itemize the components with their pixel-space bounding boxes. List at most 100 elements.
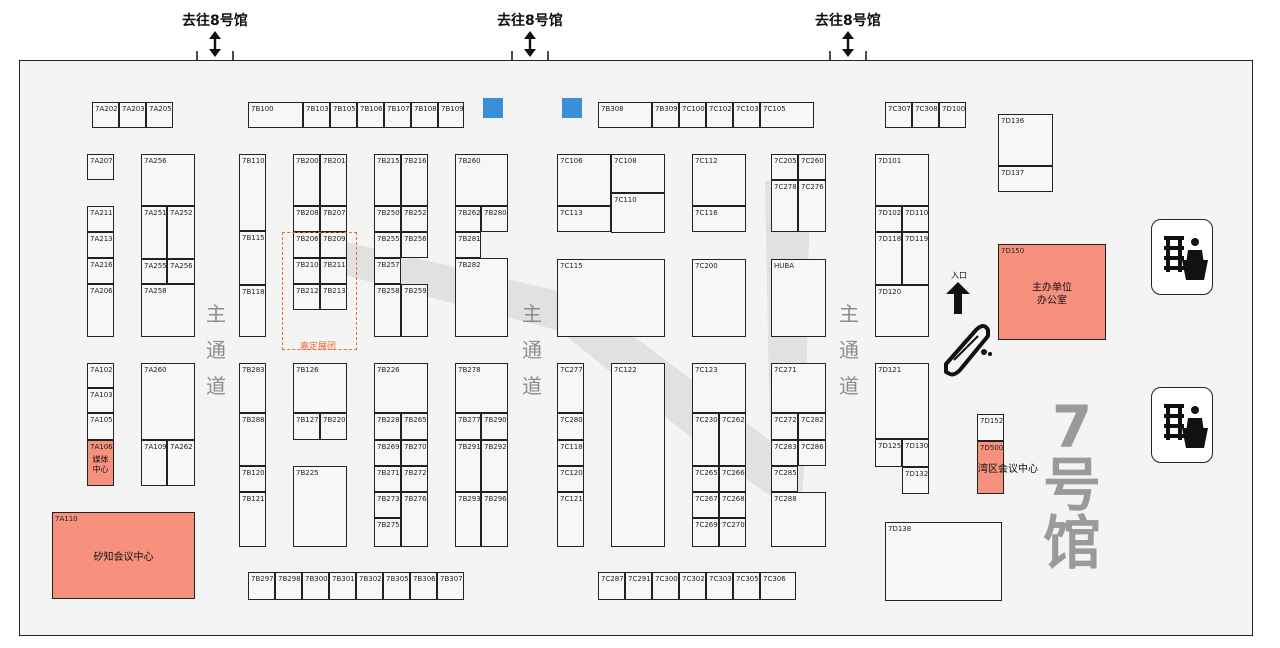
booth-7A206[interactable]: 7A206 [87, 284, 114, 337]
booth-7C115[interactable]: 7C115 [557, 259, 665, 337]
booth-7D119[interactable]: 7D119 [902, 232, 929, 285]
booth-7B126[interactable]: 7B126 [293, 363, 347, 413]
booth-HUBA[interactable]: HUBA [771, 259, 826, 337]
booth-7B215[interactable]: 7B215 [374, 154, 401, 206]
booth-7C112[interactable]: 7C112 [692, 154, 746, 206]
booth-7C118[interactable]: 7C118 [557, 440, 584, 466]
booth-7C271[interactable]: 7C271 [771, 363, 826, 413]
booth-7B262[interactable]: 7B262 [455, 206, 481, 232]
booth-7A258[interactable]: 7A258 [141, 284, 195, 337]
booth-7B110[interactable]: 7B110 [239, 154, 266, 231]
booth-7B277[interactable]: 7B277 [455, 413, 481, 440]
booth-7C272[interactable]: 7C272 [771, 413, 798, 440]
booth-7B271[interactable]: 7B271 [374, 466, 401, 492]
booth-7C106[interactable]: 7C106 [557, 154, 611, 206]
booth-7C269[interactable]: 7C269 [692, 518, 719, 547]
booth-7C230[interactable]: 7C230 [692, 413, 719, 466]
booth-7D102[interactable]: 7D102 [875, 206, 902, 232]
booth-7B259[interactable]: 7B259 [401, 284, 428, 337]
booth-7C265[interactable]: 7C265 [692, 466, 719, 492]
booth-7B228[interactable]: 7B228 [374, 413, 401, 440]
booth-7C282[interactable]: 7C282 [798, 413, 826, 440]
booth-7B250[interactable]: 7B250 [374, 206, 401, 232]
booth-7D120[interactable]: 7D120 [875, 285, 929, 337]
booth-7C102[interactable]: 7C102 [706, 102, 733, 128]
booth-7B115[interactable]: 7B115 [239, 231, 266, 285]
booth-7B213[interactable]: 7B213 [320, 284, 347, 310]
booth-7C120[interactable]: 7C120 [557, 466, 584, 492]
booth-7C262[interactable]: 7C262 [719, 413, 746, 466]
booth-7C113[interactable]: 7C113 [557, 206, 611, 232]
booth-7A256[interactable]: 7A256 [141, 154, 195, 206]
booth-7B200[interactable]: 7B200 [293, 154, 320, 206]
booth-7C306[interactable]: 7C306 [760, 572, 796, 600]
booth-7B276[interactable]: 7B276 [401, 492, 428, 547]
booth-7B258[interactable]: 7B258 [374, 284, 401, 337]
booth-7B281[interactable]: 7B281 [455, 232, 481, 258]
booth-7B288[interactable]: 7B288 [239, 413, 266, 466]
booth-7C303[interactable]: 7C303 [706, 572, 733, 600]
booth-7B208[interactable]: 7B208 [293, 206, 320, 232]
booth-7B290[interactable]: 7B290 [481, 413, 508, 440]
booth-7C300[interactable]: 7C300 [652, 572, 679, 600]
booth-7A103[interactable]: 7A103 [87, 388, 114, 413]
booth-7A256[interactable]: 7A256 [167, 259, 195, 284]
booth-7B207[interactable]: 7B207 [320, 206, 347, 232]
booth-7B301[interactable]: 7B301 [329, 572, 356, 600]
booth-7A207[interactable]: 7A207 [87, 154, 114, 180]
booth-7C308[interactable]: 7C308 [912, 102, 939, 128]
booth-7B293[interactable]: 7B293 [455, 492, 481, 547]
booth-7B308[interactable]: 7B308 [598, 102, 652, 128]
booth-7B306[interactable]: 7B306 [410, 572, 437, 600]
booth-7B106[interactable]: 7B106 [357, 102, 384, 128]
booth-7A255[interactable]: 7A255 [141, 259, 167, 284]
booth-7C288[interactable]: 7C288 [771, 492, 826, 547]
booth-7C285[interactable]: 7C285 [771, 466, 798, 492]
booth-7B216[interactable]: 7B216 [401, 154, 428, 206]
booth-7B291[interactable]: 7B291 [455, 440, 481, 492]
booth-7D136[interactable]: 7D136 [998, 114, 1053, 166]
booth-7B309[interactable]: 7B309 [652, 102, 679, 128]
booth-7D130[interactable]: 7D130 [902, 439, 929, 467]
booth-7D137[interactable]: 7D137 [998, 166, 1053, 192]
booth-7B100[interactable]: 7B100 [248, 102, 303, 128]
booth-7A216[interactable]: 7A216 [87, 258, 114, 284]
booth-7B305[interactable]: 7B305 [383, 572, 410, 600]
booth-7C260[interactable]: 7C260 [798, 154, 826, 180]
booth-7B209[interactable]: 7B209 [320, 232, 347, 258]
booth-7C122[interactable]: 7C122 [611, 363, 665, 547]
booth-7B120[interactable]: 7B120 [239, 466, 266, 492]
booth-7C305[interactable]: 7C305 [733, 572, 760, 600]
booth-7B275[interactable]: 7B275 [374, 518, 401, 547]
booth-7C302[interactable]: 7C302 [679, 572, 706, 600]
booth-7C280[interactable]: 7C280 [557, 413, 584, 440]
booth-7B282[interactable]: 7B282 [455, 258, 508, 337]
booth-7B298[interactable]: 7B298 [275, 572, 302, 600]
booth-7B307[interactable]: 7B307 [437, 572, 464, 600]
booth-7C200[interactable]: 7C200 [692, 259, 746, 337]
booth-7C116[interactable]: 7C116 [692, 206, 746, 232]
booth-7C286[interactable]: 7C286 [798, 440, 826, 466]
booth-7B210[interactable]: 7B210 [293, 258, 320, 284]
booth-7A203[interactable]: 7A203 [119, 102, 146, 128]
booth-7B302[interactable]: 7B302 [356, 572, 383, 600]
booth-7C100[interactable]: 7C100 [679, 102, 706, 128]
booth-7A252[interactable]: 7A252 [167, 206, 195, 259]
booth-7A213[interactable]: 7A213 [87, 232, 114, 258]
booth-7B212[interactable]: 7B212 [293, 284, 320, 310]
booth-7A251[interactable]: 7A251 [141, 206, 167, 259]
booth-7C276[interactable]: 7C276 [798, 180, 826, 232]
booth-7C307[interactable]: 7C307 [885, 102, 912, 128]
booth-7B108[interactable]: 7B108 [411, 102, 438, 128]
booth-7A109[interactable]: 7A109 [141, 440, 167, 486]
booth-7B256[interactable]: 7B256 [401, 232, 428, 258]
booth-7B220[interactable]: 7B220 [320, 413, 347, 440]
booth-7B278[interactable]: 7B278 [455, 363, 508, 413]
booth-7C108[interactable]: 7C108 [611, 154, 665, 193]
booth-7B226[interactable]: 7B226 [374, 363, 428, 413]
booth-7C291[interactable]: 7C291 [625, 572, 652, 600]
booth-7D152[interactable]: 7D152 [977, 414, 1004, 441]
